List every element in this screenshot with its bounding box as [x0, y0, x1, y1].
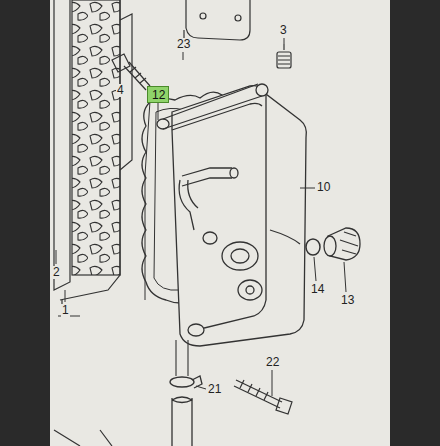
callout-number: 2 [52, 266, 61, 279]
engine-block [54, 0, 132, 446]
o-ring [306, 239, 320, 255]
hose [172, 397, 192, 446]
callout-number: 21 [207, 383, 222, 396]
callout-number: 13 [340, 294, 355, 307]
long-bolt [234, 380, 292, 414]
cover-plate [157, 84, 306, 346]
callout-number: 22 [265, 356, 280, 369]
paper [50, 0, 390, 446]
screw [277, 44, 291, 68]
leader-lines [56, 38, 346, 396]
hose-upper [176, 340, 188, 376]
callout-number: 4 [116, 84, 125, 97]
drain-plug [324, 228, 360, 260]
callout-number: 23 [176, 38, 191, 51]
callout-number: 12 [152, 89, 164, 102]
bracket [184, 0, 250, 44]
callout-number: 14 [310, 283, 325, 296]
callout-number: 10 [316, 181, 331, 194]
callout-number: 3 [279, 24, 288, 37]
callout-number: 1 [61, 304, 70, 317]
callout-box: 12 [147, 86, 169, 103]
